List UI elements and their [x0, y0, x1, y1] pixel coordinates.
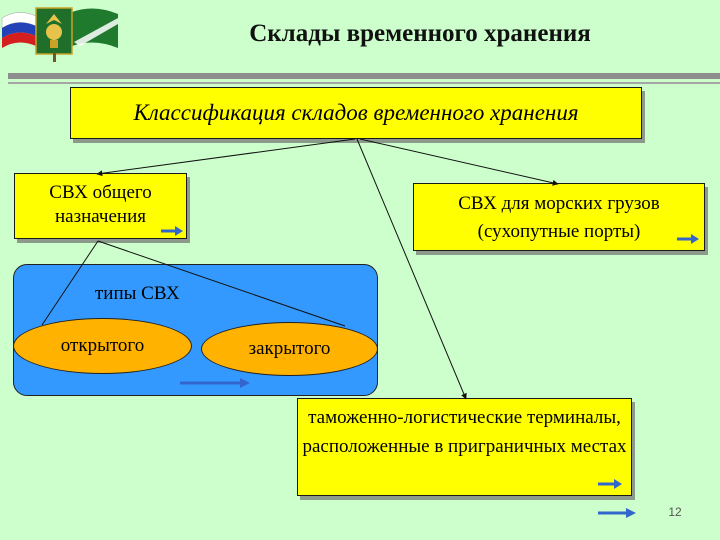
terminals-label: таможенно-логистические терминалы, распо… [302, 407, 627, 457]
general-purpose-label: СВХ общего назначения [49, 182, 152, 227]
connector-to-general [96, 138, 356, 177]
right-arrow-icon[interactable] [598, 508, 636, 518]
flag-emblem-logo [0, 0, 120, 62]
right-arrow-icon[interactable] [161, 226, 183, 236]
open-type-oval: открытого [13, 318, 192, 374]
connector-to-terminals [356, 138, 467, 400]
right-arrow-icon[interactable] [598, 479, 622, 489]
connector-to-closed [97, 240, 346, 327]
terminals-box: таможенно-логистические терминалы, распо… [297, 398, 632, 496]
classification-label: Классификация складов временного хранени… [133, 100, 579, 125]
connector-to-open [41, 240, 99, 326]
open-type-label: открытого [60, 335, 145, 356]
slide-title: Склады временного хранения [249, 20, 591, 47]
closed-type-oval: закрытого [201, 322, 378, 376]
page-number: 12 [668, 505, 682, 519]
right-arrow-icon[interactable] [677, 234, 699, 244]
sea-cargo-box: СВХ для морских грузов (сухопутные порты… [413, 183, 705, 251]
header-rule-thin [8, 82, 720, 84]
closed-type-label: закрытого [248, 338, 331, 359]
header-rule [8, 73, 720, 79]
general-purpose-box: СВХ общего назначения [14, 173, 187, 239]
svh-types-label: типы СВХ [95, 283, 180, 304]
classification-box: Классификация складов временного хранени… [70, 87, 642, 139]
connector-to-sea [359, 138, 559, 186]
right-arrow-icon[interactable] [180, 378, 250, 388]
sea-cargo-label: СВХ для морских грузов (сухопутные порты… [458, 193, 660, 242]
